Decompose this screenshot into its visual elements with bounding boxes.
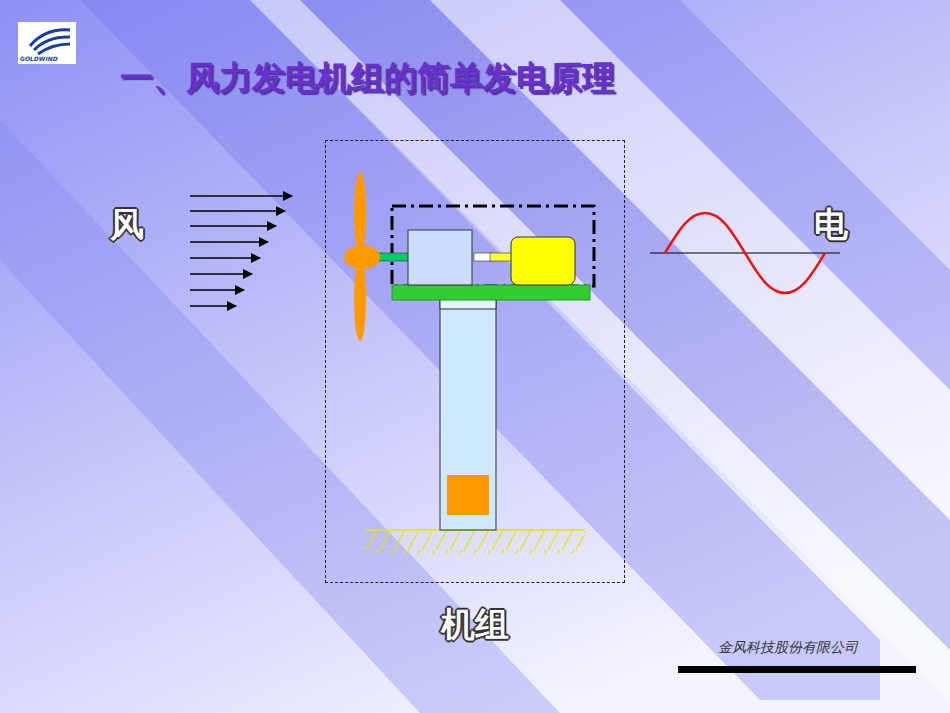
light-bands <box>250 0 950 700</box>
hub <box>344 245 380 269</box>
tower <box>440 293 496 530</box>
unit-label: 机组 <box>326 602 624 648</box>
wind-label: 风 <box>110 202 144 248</box>
logo-text: GOLDWIND <box>20 56 58 62</box>
ac-sine-wave <box>665 213 825 293</box>
gearbox <box>408 230 472 285</box>
slide-title: 一、风力发电机组的简单发电原理 <box>120 56 615 101</box>
control-cabinet <box>447 475 489 515</box>
logo-box <box>18 22 76 64</box>
blade <box>354 172 366 254</box>
footer-bar <box>678 666 916 673</box>
power-label: 电 <box>814 202 848 248</box>
unit-boundary-box: 机组 <box>325 140 625 583</box>
coupling <box>474 253 492 261</box>
ground-hatch <box>365 530 585 554</box>
logo-swoosh <box>30 30 70 54</box>
bedplate <box>392 285 590 300</box>
blade <box>354 259 366 341</box>
hs-shaft <box>490 253 512 261</box>
wind-arrows <box>190 196 292 306</box>
company-footer: 金风科技股份有限公司 <box>718 639 858 657</box>
generator <box>511 237 575 285</box>
main-shaft <box>378 253 410 261</box>
nacelle-outline <box>392 206 594 286</box>
